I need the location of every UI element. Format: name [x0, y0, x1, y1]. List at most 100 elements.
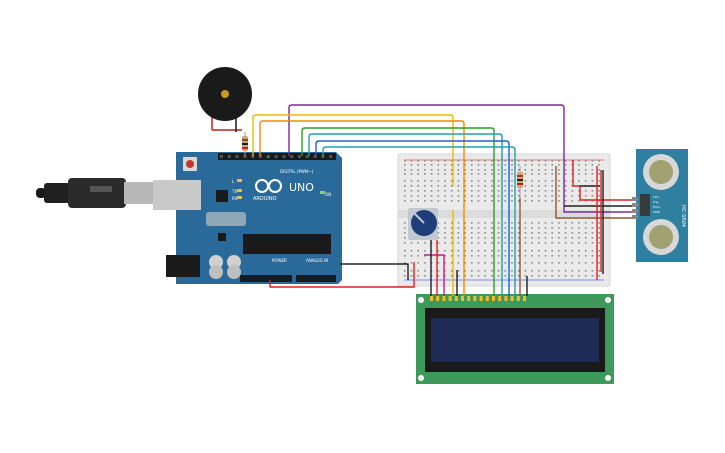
breadboard-hole	[584, 232, 587, 234]
breadboard-hole	[497, 190, 500, 192]
breadboard-hole	[450, 237, 453, 239]
lcd-16x2-icon[interactable]	[416, 294, 614, 384]
breadboard-hole	[484, 180, 486, 182]
breadboard-hole	[424, 185, 426, 187]
breadboard-hole	[484, 227, 486, 229]
breadboard-hole	[437, 227, 440, 229]
breadboard-hole	[538, 270, 540, 272]
breadboard-hole	[544, 275, 547, 277]
breadboard-hole	[404, 190, 406, 192]
breadboard-hole	[591, 200, 594, 202]
breadboard-hole	[591, 173, 594, 175]
ultrasonic-sensor-icon[interactable]: HC-SR04 VCC Trig Echo GND	[636, 149, 688, 262]
breadboard-hole	[511, 200, 513, 202]
led-on-text: ON	[325, 192, 331, 197]
breadboard-hole	[464, 227, 466, 229]
breadboard-hole	[497, 232, 500, 234]
resistor-icon[interactable]	[517, 166, 523, 198]
breadboard-hole	[484, 237, 486, 239]
breadboard-hole	[504, 169, 507, 171]
breadboard-hole	[524, 232, 527, 234]
breadboard-hole	[517, 195, 520, 197]
breadboard-hole	[457, 255, 460, 257]
breadboard-hole	[584, 200, 587, 202]
breadboard-hole	[564, 232, 567, 234]
breadboard-hole	[598, 180, 600, 182]
breadboard-hole	[564, 275, 567, 277]
breadboard-hole	[551, 242, 553, 244]
breadboard-hole	[531, 164, 533, 166]
breadboard-hole	[544, 169, 547, 171]
breadboard-hole	[430, 160, 433, 162]
breadboard-hole	[484, 200, 486, 202]
breadboard-hole	[538, 185, 540, 187]
breadboard-hole	[430, 185, 433, 187]
potentiometer-icon[interactable]	[408, 208, 438, 240]
lcd-pin	[504, 296, 508, 301]
breadboard-hole	[450, 169, 453, 171]
breadboard-hole	[424, 270, 426, 272]
buzzer-icon[interactable]	[198, 67, 252, 132]
breadboard-hole	[517, 227, 520, 229]
breadboard-hole	[450, 190, 453, 192]
breadboard-hole	[591, 169, 594, 171]
breadboard-hole	[484, 169, 486, 171]
breadboard-hole	[450, 222, 453, 224]
breadboard-hole	[531, 180, 533, 182]
lcd-pin	[479, 296, 483, 301]
breadboard-hole	[457, 222, 460, 224]
breadboard-hole	[444, 190, 446, 192]
breadboard-hole	[477, 255, 480, 257]
breadboard-hole	[424, 275, 426, 277]
breadboard-hole	[497, 237, 500, 239]
breadboard-hole	[584, 164, 587, 166]
breadboard-hole	[591, 190, 594, 192]
breadboard-hole	[471, 237, 473, 239]
breadboard-hole	[558, 190, 560, 192]
breadboard-hole	[464, 262, 466, 264]
breadboard-hole	[444, 222, 446, 224]
breadboard-hole	[477, 227, 480, 229]
breadboard-hole	[591, 164, 594, 166]
breadboard-hole	[584, 195, 587, 197]
breadboard-hole	[424, 190, 426, 192]
breadboard-hole	[517, 237, 520, 239]
breadboard-hole	[538, 160, 540, 162]
breadboard-hole	[511, 180, 513, 182]
breadboard-hole	[457, 242, 460, 244]
breadboard-hole	[444, 242, 446, 244]
lcd-pin	[467, 296, 471, 301]
breadboard-hole	[558, 270, 560, 272]
breadboard-hole	[551, 255, 553, 257]
breadboard-hole	[404, 270, 406, 272]
breadboard-hole	[584, 255, 587, 257]
breadboard-hole	[578, 190, 580, 192]
lcd-pin	[510, 296, 514, 301]
resistor-icon[interactable]	[242, 132, 248, 156]
breadboard-hole	[464, 242, 466, 244]
breadboard-hole	[450, 255, 453, 257]
breadboard-hole	[464, 160, 466, 162]
breadboard-hole	[404, 195, 406, 197]
breadboard-hole	[477, 173, 480, 175]
breadboard-hole	[410, 190, 413, 192]
breadboard-hole	[538, 227, 540, 229]
breadboard-hole	[484, 262, 486, 264]
breadboard-hole	[558, 195, 560, 197]
breadboard-hole	[578, 250, 580, 252]
wire	[269, 262, 415, 288]
breadboard-hole	[457, 185, 460, 187]
breadboard-hole	[511, 190, 513, 192]
breadboard-hole	[584, 173, 587, 175]
lcd-pin	[473, 296, 477, 301]
breadboard-hole	[544, 270, 547, 272]
breadboard-hole	[471, 232, 473, 234]
breadboard-hole	[477, 169, 480, 171]
arduino-uno-board[interactable]: UNO ARDUINO DIGITAL (PWM~) POWER ANALOG …	[153, 152, 342, 284]
breadboard-hole	[424, 262, 426, 264]
header-pin	[259, 155, 262, 158]
breadboard-hole	[450, 227, 453, 229]
breadboard-hole	[437, 262, 440, 264]
breadboard-hole	[491, 164, 493, 166]
usb-cable-icon[interactable]	[36, 178, 156, 208]
